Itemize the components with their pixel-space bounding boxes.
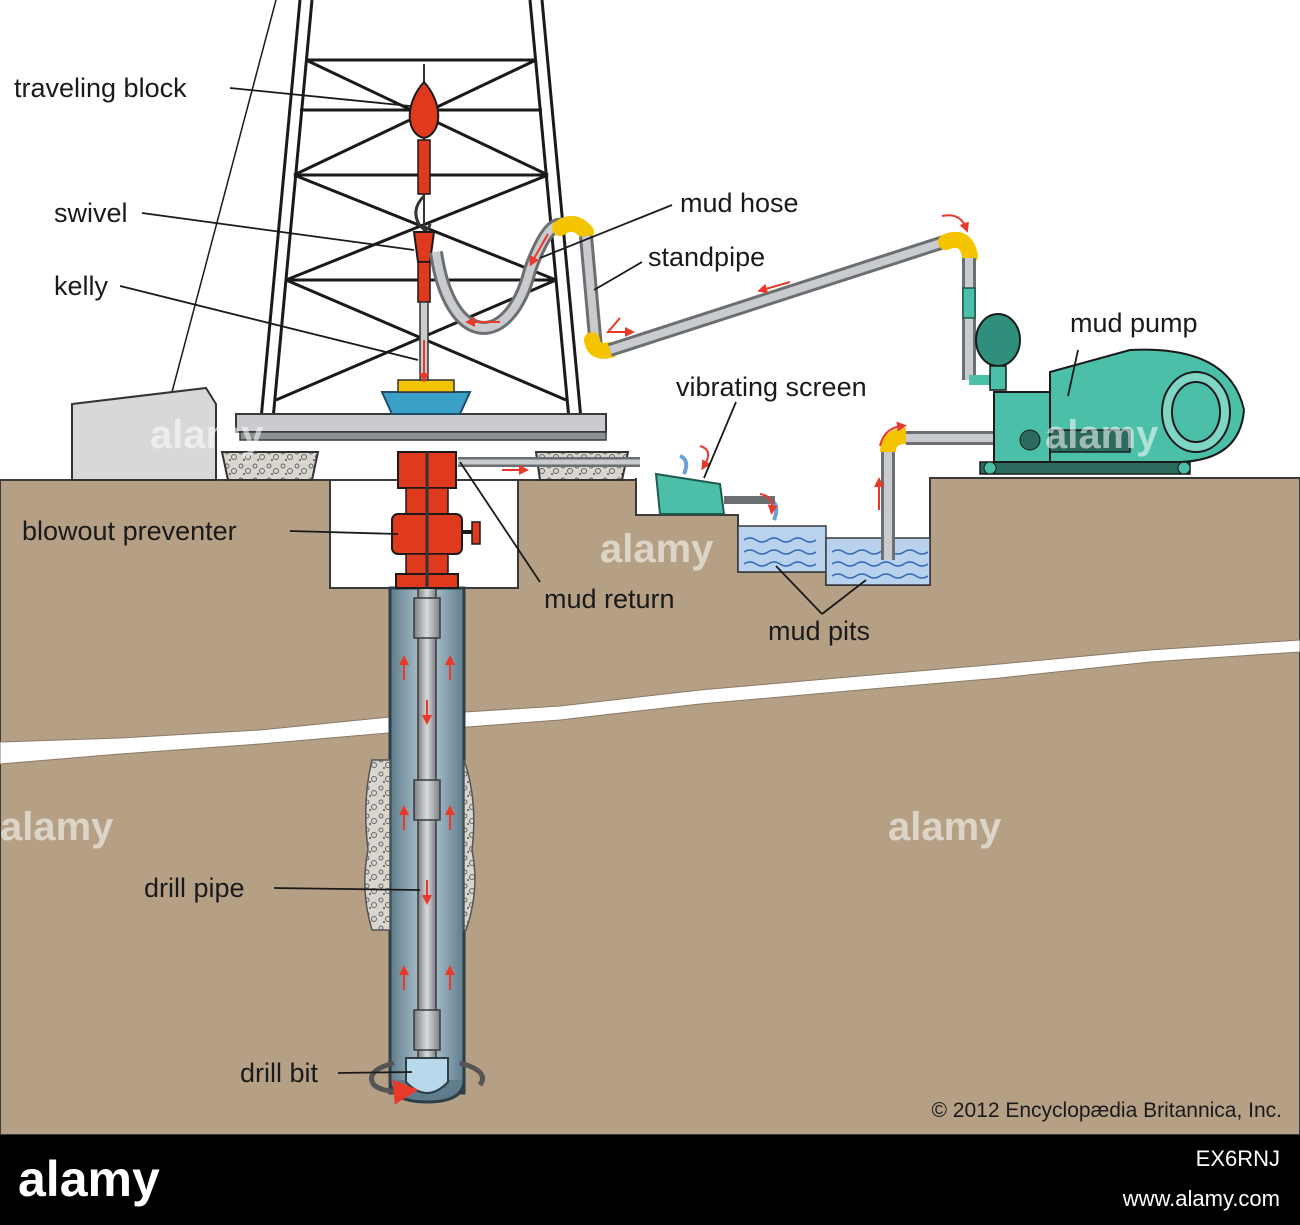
- kelly-bushing: [397, 379, 455, 393]
- drill-floor: [235, 413, 607, 433]
- rotation-arrow-right: [459, 1060, 485, 1087]
- gravel-left: [364, 759, 391, 931]
- mud-line-pipe: [608, 236, 952, 354]
- label-traveling-block: traveling block: [14, 73, 187, 103]
- svg-text:alamy: alamy: [1045, 413, 1159, 457]
- stock-url: www.alamy.com: [1122, 1186, 1280, 1211]
- label-drill-pipe: drill pipe: [144, 873, 245, 903]
- label-vibrating-screen: vibrating screen: [676, 372, 867, 402]
- label-standpipe: standpipe: [648, 242, 765, 272]
- doghouse: [71, 386, 217, 481]
- mud-pump-shape: [975, 313, 1246, 475]
- svg-text:alamy: alamy: [600, 527, 714, 571]
- svg-text:alamy: alamy: [150, 413, 264, 457]
- foundation-left: [220, 451, 320, 481]
- svg-text:alamy: alamy: [888, 805, 1002, 849]
- traveling-block-shape: [408, 80, 440, 140]
- pipe-joint-1: [413, 597, 441, 639]
- copyright-text: © 2012 Encyclopædia Britannica, Inc.: [932, 1099, 1283, 1122]
- label-kelly: kelly: [54, 271, 109, 301]
- rotary-table: [380, 391, 472, 415]
- pipe-joint-3: [413, 1009, 441, 1051]
- watermarks: alamy alamy alamy alamy alamy: [0, 413, 1159, 849]
- label-mud-pump: mud pump: [1070, 308, 1198, 338]
- label-swivel: swivel: [54, 198, 128, 228]
- vibrating-screen-shape: [654, 472, 726, 515]
- label-drill-bit: drill bit: [240, 1058, 319, 1088]
- pipe-joint-2: [413, 779, 441, 821]
- label-mud-hose: mud hose: [680, 188, 799, 218]
- flow-arrows-surface: [465, 214, 969, 515]
- stock-bar: [0, 1135, 1300, 1225]
- pulsation-dampener: [975, 313, 1021, 367]
- leader-lines: [119, 87, 1079, 1074]
- ground: [0, 477, 1300, 1136]
- gravel-right: [463, 759, 476, 931]
- label-mud-return: mud return: [544, 584, 675, 614]
- stock-image-id: EX6RNJ: [1196, 1146, 1280, 1171]
- drill-bit-shape: [405, 1057, 449, 1094]
- derrick: [171, 0, 584, 431]
- flow-arrows-hole: [399, 655, 455, 990]
- standpipe-shape: [582, 235, 600, 349]
- svg-text:alamy: alamy: [0, 805, 114, 849]
- label-blowout-preventer: blowout preventer: [22, 516, 237, 546]
- drill-pipe: [417, 587, 437, 1059]
- stock-brand-logo: alamy: [18, 1151, 160, 1207]
- mud-pit-ripples: [743, 537, 929, 579]
- mud-pit-2: [825, 537, 931, 586]
- label-mud-pits: mud pits: [768, 616, 870, 646]
- rotation-arrow-left: [369, 1060, 419, 1105]
